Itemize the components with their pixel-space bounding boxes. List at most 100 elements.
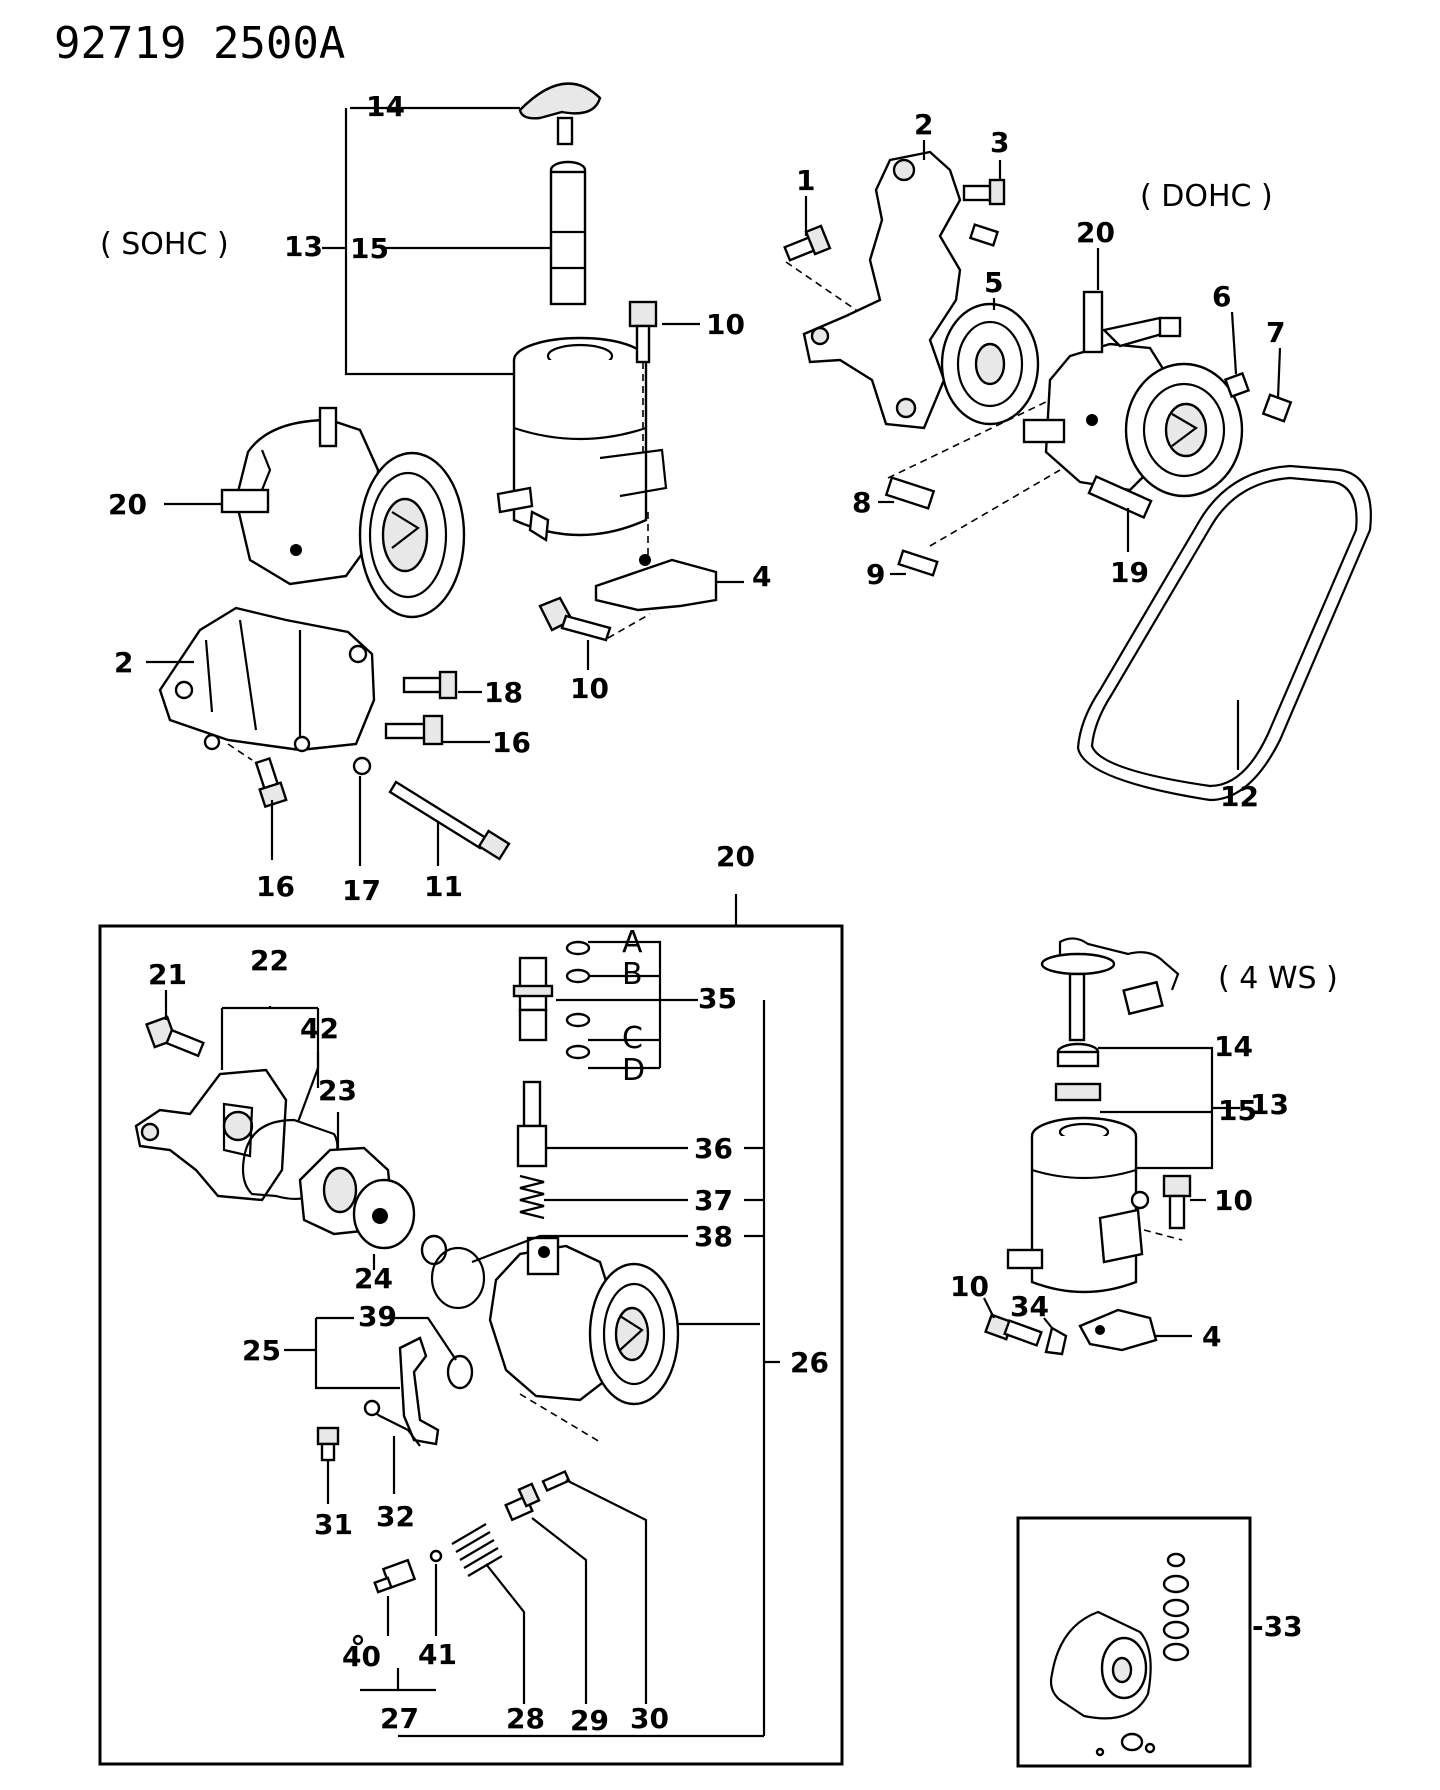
callout-d: D xyxy=(622,1053,645,1088)
4ws-assembly xyxy=(983,937,1240,1356)
callout-15: 15 xyxy=(350,232,389,265)
seal-d xyxy=(565,1044,591,1060)
callout-16: 16 xyxy=(492,726,531,759)
cover-rib xyxy=(222,1102,254,1158)
callout-20: 20 xyxy=(716,840,755,873)
valve-35-body xyxy=(518,1008,548,1042)
callout-19: 19 xyxy=(1110,556,1149,589)
valve-35 xyxy=(518,956,548,1012)
callout-b: B xyxy=(622,957,643,992)
callout-18: 18 xyxy=(484,676,523,709)
callout-29: 29 xyxy=(570,1704,609,1737)
o-ring-small xyxy=(420,1234,448,1266)
callout-42: 42 xyxy=(300,1012,339,1045)
bolt-10-4ws-shank xyxy=(1168,1194,1186,1230)
assembly-guide xyxy=(887,399,1051,479)
seal-kit-ball xyxy=(1095,1747,1105,1757)
drive-belt-inner xyxy=(1090,476,1358,788)
bolt-10-4ws-head xyxy=(1162,1174,1192,1198)
callout-40: 40 xyxy=(342,1640,381,1673)
nut-6 xyxy=(1223,371,1251,399)
seal-c xyxy=(565,1012,591,1028)
bolt-16-head xyxy=(422,714,444,746)
assembly-guide xyxy=(227,743,253,761)
bolt-31-head xyxy=(316,1426,340,1446)
reservoir-outlet xyxy=(496,486,534,514)
valve-35-flange xyxy=(512,984,554,998)
dohc-bracket-2 xyxy=(802,150,962,430)
reservoir-outlet-4ws xyxy=(1006,1248,1044,1270)
callout-39: 39 xyxy=(358,1300,397,1333)
reservoir-clamp-4ws xyxy=(1098,1208,1144,1264)
clip-34 xyxy=(1044,1326,1068,1356)
seal-kit-frame xyxy=(1016,1516,1252,1768)
bolt-10-4ws-lower-shank xyxy=(1003,1319,1043,1347)
pump-body-26 xyxy=(488,1236,680,1443)
o-ring-large xyxy=(430,1246,486,1310)
bolt-3b xyxy=(968,223,1000,247)
spring-37 xyxy=(519,1174,545,1220)
sensor-connector xyxy=(1122,980,1164,1016)
seal-kit-ring xyxy=(1162,1574,1190,1594)
link-32-eye xyxy=(363,1399,381,1417)
flow-valve-36-stem xyxy=(522,1080,542,1128)
bolt-10-head xyxy=(628,300,658,328)
pump-exploded-view xyxy=(98,894,844,1766)
callout-36: 36 xyxy=(694,1132,733,1165)
callout-13: 13 xyxy=(284,230,323,263)
leader xyxy=(1043,1317,1053,1329)
callout-10: 10 xyxy=(1214,1184,1253,1217)
callout-a: A xyxy=(622,925,643,960)
bracket-boss xyxy=(892,158,916,182)
reservoir-filter xyxy=(549,170,587,306)
callout-7: 7 xyxy=(1266,316,1285,349)
reservoir-cap-4ws xyxy=(1040,952,1116,976)
stud-19 xyxy=(1087,474,1153,520)
callout-20: 20 xyxy=(1076,216,1115,249)
section-label-4ws: ( 4 WS ) xyxy=(1218,961,1338,996)
callout-3: 3 xyxy=(990,126,1009,159)
callout-22: 22 xyxy=(250,944,289,977)
section-label-sohc: ( SOHC ) xyxy=(100,227,229,262)
callout-c: C xyxy=(622,1021,643,1056)
o-ring-41 xyxy=(429,1549,443,1563)
callout-20: 20 xyxy=(108,488,147,521)
bracket-boss xyxy=(810,326,830,346)
spring-28 xyxy=(451,1523,503,1577)
seal-b xyxy=(565,968,591,984)
callout-31: 31 xyxy=(314,1508,353,1541)
flow-valve-36 xyxy=(516,1124,548,1168)
callout-5: 5 xyxy=(984,266,1003,299)
bracket-hole xyxy=(639,554,651,566)
callout-10: 10 xyxy=(950,1270,989,1303)
callout-23: 23 xyxy=(318,1074,357,1107)
diagram-code: 92719 2500A xyxy=(54,18,345,69)
bolt-31-shank xyxy=(320,1442,336,1462)
callout-9: 9 xyxy=(866,558,885,591)
leader xyxy=(1276,347,1282,399)
bolt-1-head xyxy=(804,224,832,256)
nut-7 xyxy=(1261,393,1293,423)
callout-17: 17 xyxy=(342,874,381,907)
seal-kit-33 xyxy=(1016,1516,1252,1768)
cover-boss xyxy=(140,1122,160,1142)
o-ring-40 xyxy=(352,1634,364,1646)
dohc-pump-20 xyxy=(1022,290,1244,498)
seal-a xyxy=(565,940,591,956)
bolt-10-shank xyxy=(635,324,651,364)
reservoir-return-port xyxy=(528,510,550,543)
leader xyxy=(471,1234,688,1264)
callout-4: 4 xyxy=(1202,1320,1221,1353)
seal-kit-ring xyxy=(1162,1620,1190,1640)
callout-41: 41 xyxy=(418,1638,457,1671)
cap-stem-4ws xyxy=(1068,972,1086,1042)
seal-kit-ring xyxy=(1162,1598,1190,1618)
callout-34: 34 xyxy=(1010,1290,1049,1323)
o-ring-39 xyxy=(446,1354,474,1390)
seal-kit-ring xyxy=(1120,1732,1144,1752)
callout-32: 32 xyxy=(376,1500,415,1533)
reservoir-seam xyxy=(513,426,647,441)
callout-10: 10 xyxy=(706,308,745,341)
bolt-21-shank xyxy=(165,1028,205,1058)
pin-30 xyxy=(541,1469,571,1493)
